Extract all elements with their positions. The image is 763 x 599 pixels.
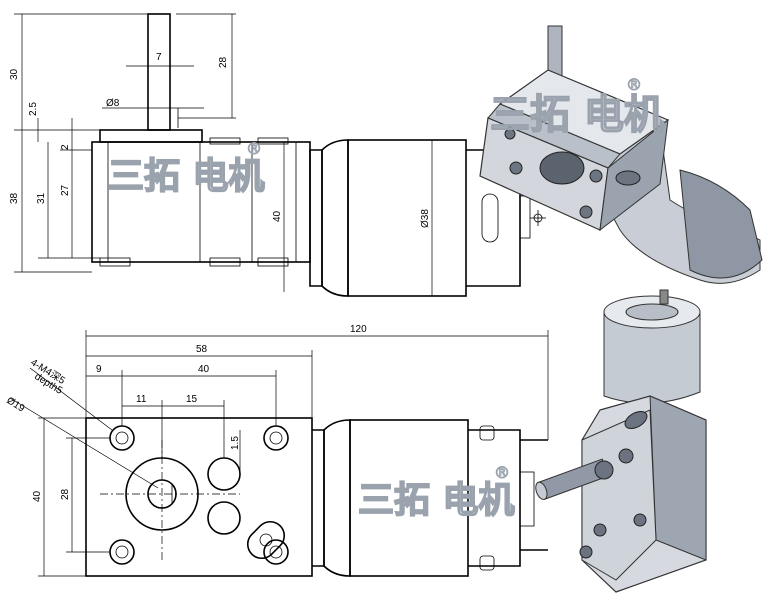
dim-shaft-dia: Ø8 (106, 98, 120, 109)
watermark-group: 三拓 电机 ® 三拓 电机 ® 三拓 电机 ® (107, 75, 665, 522)
motor-can (347, 139, 467, 297)
watermark-bottom: 三拓 电机 (358, 480, 515, 521)
dim-flange-step: 2.5 (28, 102, 39, 116)
dim-edge-offset: 9 (96, 364, 102, 375)
top-dimensions: 30 2.5 38 31 27 2 7 28 Ø8 Ø38 40 (9, 13, 433, 296)
top-view (91, 13, 546, 297)
mount-slot (246, 520, 286, 560)
render-bottom (535, 289, 707, 593)
mount-hole-tr (263, 425, 289, 451)
dim-offset-1-5: 1.5 (230, 436, 241, 450)
dim-gearbox-inner: 31 (36, 192, 47, 204)
output-shaft (147, 13, 171, 131)
dim-gearbox-core: 27 (60, 184, 71, 196)
dim-flange-thk: 2 (60, 144, 71, 150)
dim-front-inner: 28 (60, 488, 71, 500)
watermark-top-left: 三拓 电机 (108, 156, 265, 197)
watermark-reg-3: ® (494, 463, 510, 482)
dim-shaft-flat-len: 28 (218, 56, 229, 68)
dim-overall-length: 120 (350, 324, 367, 335)
dim-offset-15: 15 (186, 394, 198, 405)
motor-can-front (349, 419, 469, 577)
mount-hole-tl (109, 425, 135, 451)
dim-motor-dia: Ø38 (420, 209, 431, 228)
dim-shaft-flat: 7 (156, 52, 162, 63)
dim-bolt-circle: Ø19 (4, 395, 26, 415)
watermark-reg-1: ® (246, 139, 262, 158)
dim-gearbox-length: 58 (196, 344, 208, 355)
watermark-top-right: 三拓 电机 (490, 92, 664, 138)
dim-hole-spacing: 40 (198, 364, 210, 375)
dim-gearbox-height: 38 (9, 192, 20, 204)
watermark-reg-2: ® (626, 75, 642, 94)
motor-end-bell (309, 149, 323, 287)
dim-motor-mount: 40 (272, 210, 283, 222)
dim-front-height: 40 (32, 490, 43, 502)
shaft-flange (99, 129, 203, 143)
mount-hole-br (263, 539, 289, 565)
mount-hole-bl (109, 539, 135, 565)
gearbox-face (85, 417, 313, 577)
dim-shaft-length: 30 (9, 68, 20, 80)
dim-offset-11: 11 (136, 394, 147, 405)
render-top (479, 25, 763, 284)
